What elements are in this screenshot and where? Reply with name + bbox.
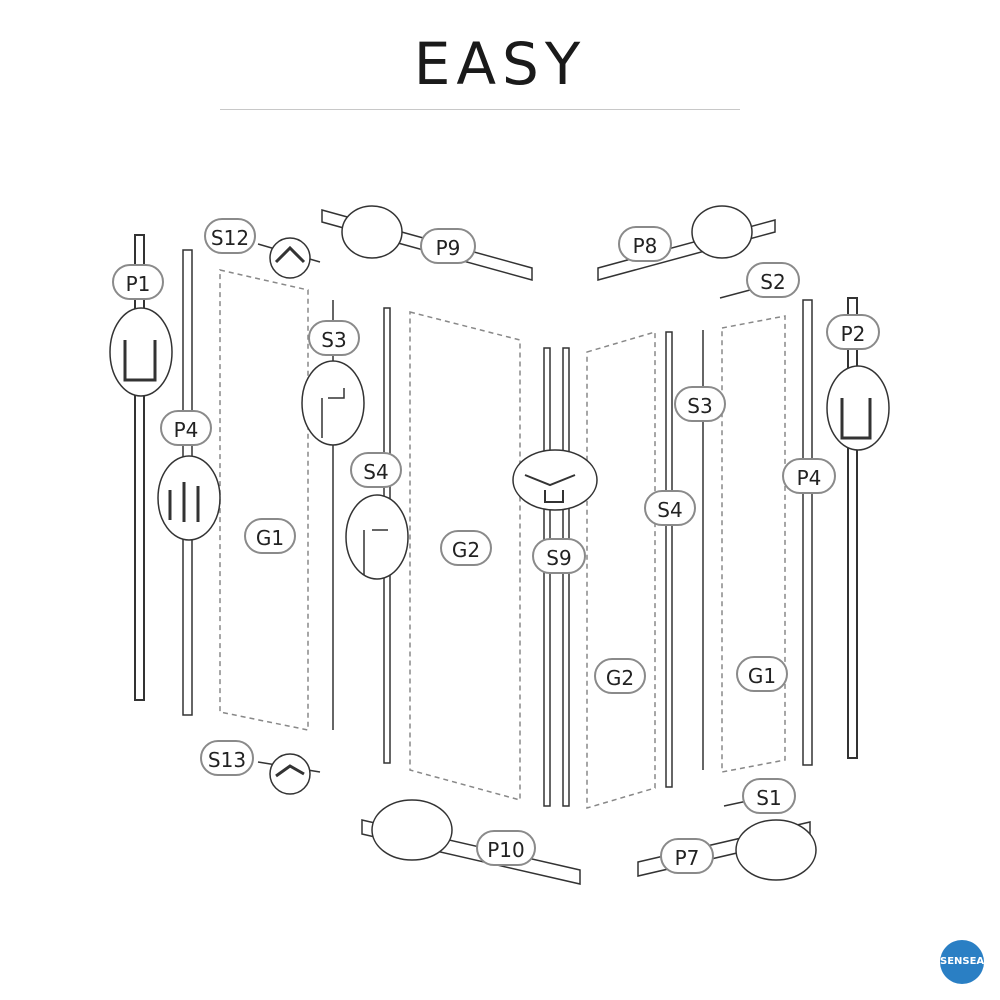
label-g1-right: G1 [736, 656, 788, 692]
profile-p2 [847, 297, 858, 759]
label-p8: P8 [618, 226, 672, 262]
label-p7: P7 [660, 838, 714, 874]
profile-p4-right [802, 299, 813, 766]
detail-p7 [735, 819, 817, 881]
label-p4-left: P4 [160, 410, 212, 446]
profile-s4-right [665, 331, 673, 788]
page-title: EASY [413, 30, 587, 98]
detail-s12 [269, 237, 311, 279]
detail-p10 [371, 799, 453, 861]
label-s4-left: S4 [350, 452, 402, 488]
glass-panel-g1-left [219, 269, 309, 731]
detail-s13 [269, 753, 311, 795]
seal-s2 [719, 289, 751, 299]
label-s2: S2 [746, 262, 800, 298]
detail-s9 [512, 449, 598, 511]
label-s3-right: S3 [674, 386, 726, 422]
glass-panel-g2-left [409, 311, 521, 801]
detail-s3-left [301, 360, 365, 446]
label-g2-left: G2 [440, 530, 492, 566]
label-p10: P10 [476, 830, 536, 866]
profile-s9-b [562, 347, 570, 807]
label-s3-left: S3 [308, 320, 360, 356]
label-p4-right: P4 [782, 458, 836, 494]
label-g2-right: G2 [594, 658, 646, 694]
label-s1: S1 [742, 778, 796, 814]
title-divider [220, 109, 740, 110]
detail-s4-left [345, 494, 409, 580]
glass-panel-g1-right [721, 315, 786, 773]
label-s12: S12 [204, 218, 256, 254]
label-p9: P9 [420, 228, 476, 264]
label-p1: P1 [112, 264, 164, 300]
label-p2: P2 [826, 314, 880, 350]
detail-p4-left [157, 455, 221, 541]
detail-p1 [109, 307, 173, 397]
detail-p8 [691, 205, 753, 259]
glass-panel-g2-right [586, 330, 656, 810]
label-g1-left: G1 [244, 518, 296, 554]
label-s4-right: S4 [644, 490, 696, 526]
label-s13: S13 [200, 740, 254, 776]
detail-p9 [341, 205, 403, 259]
label-s9: S9 [532, 538, 586, 574]
profile-s9-a [543, 347, 551, 807]
profile-p1 [134, 234, 145, 701]
brand-logo: SENSEA [940, 940, 984, 984]
